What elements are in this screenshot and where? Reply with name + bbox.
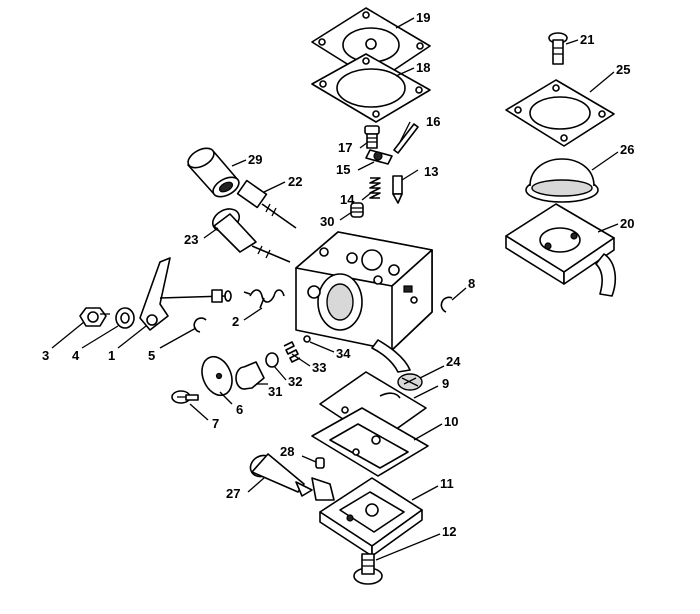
part-11-metering-cover [319,477,423,557]
callout-25: 25 [616,62,630,77]
callout-20: 20 [620,216,634,231]
part-2-torsion-spring [243,289,285,309]
part-12-screw [353,553,383,585]
callout-5: 5 [148,348,155,363]
carburetor-body [295,231,433,373]
part-22-adjusting-screw-high [236,179,297,229]
callout-8: 8 [468,276,475,291]
callout-22: 22 [288,174,302,189]
callout-18: 18 [416,60,430,75]
part-10-gasket [311,407,429,477]
callout-19: 19 [416,10,430,25]
callout-2: 2 [232,314,239,329]
part-23-adjusting-screw-low [211,208,291,263]
part-16-pin [393,123,419,154]
part-4-washer [115,307,135,329]
part-13-inlet-needle [392,175,403,204]
callout-6: 6 [236,402,243,417]
callout-31: 31 [268,384,282,399]
callout-15: 15 [336,162,350,177]
callout-30: 30 [320,214,334,229]
callout-21: 21 [580,32,594,47]
part-33-spring [283,341,301,363]
part-7-screw [171,390,199,404]
part-30-plug [350,202,364,218]
callout-labels: 19 18 17 16 15 14 13 30 29 22 23 2 8 3 4… [42,10,634,539]
callout-17: 17 [338,140,352,155]
part-8-e-clip [440,296,453,313]
callout-33: 33 [312,360,326,375]
part-25-gasket [505,79,615,147]
part-32-o-ring [265,352,279,368]
callout-14: 14 [340,192,355,207]
callout-34: 34 [336,346,351,361]
callout-4: 4 [72,348,80,363]
callout-7: 7 [212,416,219,431]
part-5-e-clip [193,317,207,333]
part-26-primer-bulb [525,158,599,203]
callout-11: 11 [440,476,454,491]
part-24-strainer [397,373,423,391]
part-31-plug [235,361,265,390]
leader-lines [51,17,619,561]
callout-28: 28 [280,444,294,459]
part-27-fuel-fitting [249,453,335,501]
callout-29: 29 [248,152,262,167]
callout-27: 27 [226,486,240,501]
part-29-limiter-cap [187,147,240,198]
part-21-screw [548,32,568,65]
part-18-pump-gasket [311,53,431,123]
part-3-nut [79,307,110,327]
part-19-pump-diaphragm [311,7,431,83]
callout-13: 13 [424,164,438,179]
callout-16: 16 [426,114,440,129]
callout-26: 26 [620,142,634,157]
part-20-pump-housing [505,203,617,297]
callout-9: 9 [442,376,449,391]
part-6-throttle-valve [201,355,233,397]
part-17-screw [364,125,380,149]
callout-1: 1 [108,348,115,363]
callout-12: 12 [442,524,456,539]
part-15-lever [365,149,393,165]
callout-24: 24 [446,354,461,369]
callout-3: 3 [42,348,49,363]
part-14-spring [369,177,381,199]
part-28-pin [315,457,325,469]
part-1-throttle-shaft-lever [139,257,232,331]
callout-23: 23 [184,232,198,247]
callout-32: 32 [288,374,302,389]
callout-10: 10 [444,414,458,429]
part-34-ball [303,335,311,343]
